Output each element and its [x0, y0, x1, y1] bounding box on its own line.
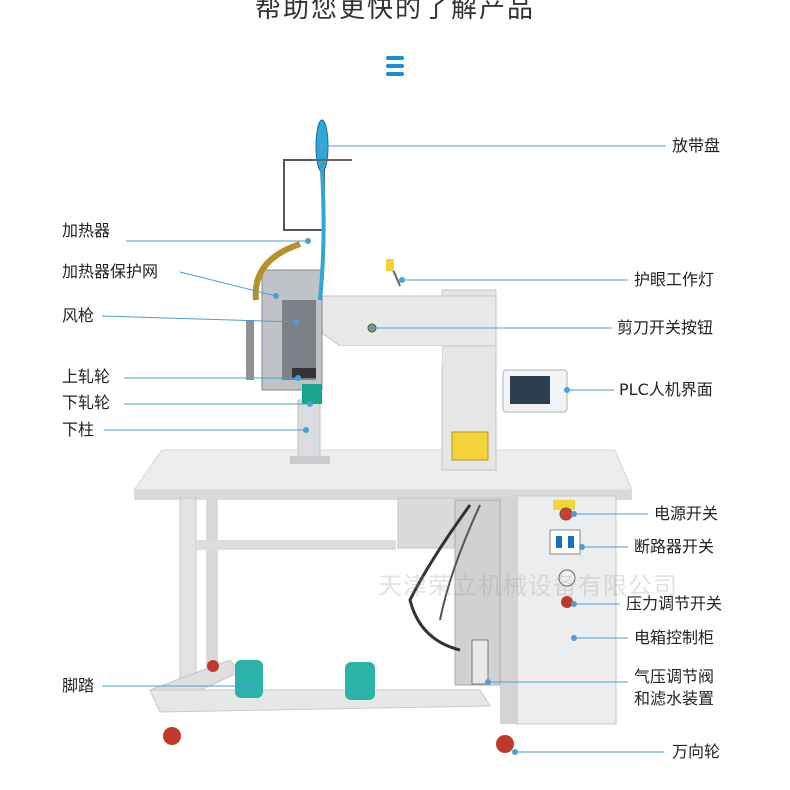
leader-lines-left	[101, 238, 313, 689]
label-plc: PLC人机界面	[619, 380, 713, 399]
caster-left	[163, 727, 181, 745]
power-switch	[559, 507, 573, 521]
pedal-right	[345, 662, 375, 700]
horizontal-arm	[317, 295, 497, 347]
pressure-knob	[561, 596, 573, 608]
label-pedal: 脚踏	[62, 676, 95, 695]
label-heater: 加热器	[62, 221, 111, 240]
pedal-left	[235, 660, 263, 698]
wire-bundle	[408, 504, 472, 652]
label-work-lamp: 护眼工作灯	[634, 270, 715, 289]
arm-inner	[340, 346, 442, 366]
page-title: 帮助您更快的了解产品	[254, 0, 535, 24]
label-power-switch: 电源开关	[654, 504, 719, 523]
table-front-edge	[134, 490, 632, 500]
plc-screen	[510, 376, 550, 404]
post-base	[290, 456, 330, 464]
cabinet-sticker	[553, 500, 575, 510]
label-heater-guard: 加热器保护网	[62, 262, 159, 281]
circuit-breaker	[549, 529, 581, 555]
label-caster: 万向轮	[672, 742, 721, 761]
label-lower-post: 下柱	[62, 420, 95, 439]
lower-roller	[302, 384, 322, 404]
label-valve-line2: 和滤水装置	[634, 689, 715, 708]
filter-regulator	[471, 639, 489, 685]
watermark-text: 天津荣立机械设备有限公司	[378, 572, 678, 600]
work-lamp	[386, 259, 394, 271]
upper-roller	[292, 368, 316, 378]
left-leg-front	[179, 497, 197, 699]
caster-right	[496, 735, 514, 753]
breaker-toggle	[556, 536, 562, 548]
table-top	[133, 449, 633, 491]
menu-icon[interactable]	[386, 56, 404, 78]
pressure-gauge	[558, 569, 576, 587]
label-upper-roller: 上轧轮	[62, 367, 111, 386]
tape-strip	[318, 169, 326, 301]
bottom-rail	[149, 689, 491, 713]
wire-bundle-2	[439, 504, 481, 621]
reel-frame	[283, 159, 325, 231]
breaker-toggle-2	[568, 536, 574, 548]
warning-sticker	[451, 431, 489, 461]
caster-mid	[207, 660, 219, 672]
label-pressure-switch: 压力调节开关	[626, 594, 723, 613]
left-crossbar	[196, 540, 396, 550]
heater-tube	[252, 241, 301, 301]
label-control-cabinet: 电箱控制柜	[634, 628, 715, 647]
label-tape-reel: 放带盘	[672, 136, 721, 155]
label-scissor-button: 剪刀开关按钮	[617, 318, 714, 337]
label-valve-line1: 气压调节阀	[634, 667, 715, 686]
head-front	[282, 300, 316, 380]
label-air-gun: 风枪	[62, 306, 95, 325]
cabinet-shadow	[500, 496, 518, 724]
label-lower-roller: 下轧轮	[62, 393, 111, 412]
left-leg-back	[206, 498, 218, 668]
label-circuit-breaker: 断路器开关	[634, 537, 715, 556]
leader-lines	[319, 143, 666, 755]
